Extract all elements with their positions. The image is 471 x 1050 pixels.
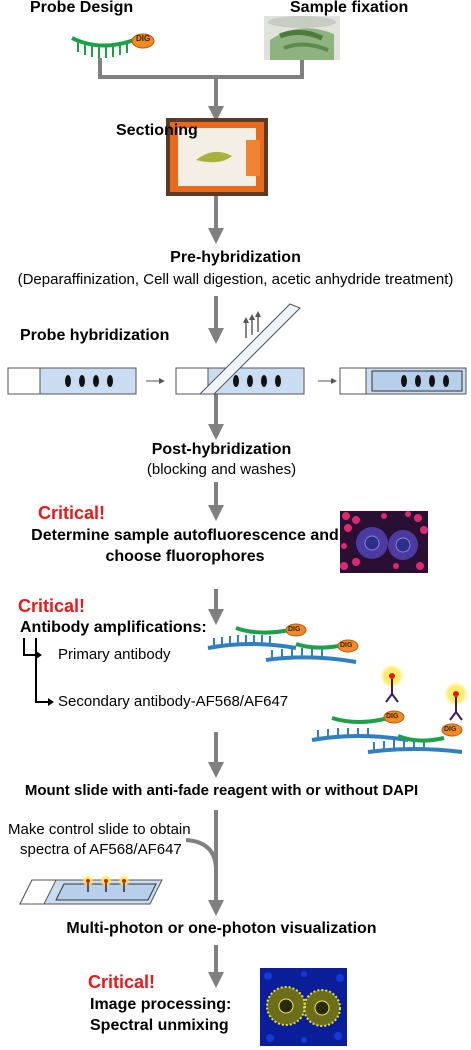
autofluorescence-micrograph <box>340 511 428 573</box>
dig-label-oval <box>441 723 463 737</box>
dig-label-oval <box>131 33 155 49</box>
sample-fixation-label: Sample fixation <box>290 0 409 16</box>
dig-label: DIG <box>386 713 399 720</box>
merge-connector <box>98 58 304 79</box>
dig-label-oval <box>337 639 359 653</box>
sample-fixation-photo <box>264 16 340 60</box>
control-slide-graphic <box>19 875 163 905</box>
dig-label: DIG <box>136 34 151 43</box>
antibody-amplifications-title: Antibody amplifications: <box>20 619 207 636</box>
unmixed-micrograph <box>260 968 347 1046</box>
dig-label: DIG <box>288 626 301 633</box>
dig-label-oval <box>383 710 405 724</box>
prehybridization-detail: (Deparaffinization, Cell wall digestion,… <box>17 271 454 288</box>
critical-label-2: Critical! <box>18 596 86 616</box>
slide-2 <box>175 303 305 395</box>
primary-strands-graphic <box>207 623 359 664</box>
critical-label-1: Critical! <box>38 503 106 523</box>
primary-antibody-label: Primary antibody <box>58 646 171 663</box>
dig-label-oval <box>285 623 307 637</box>
coverslip <box>198 303 301 395</box>
hybridization-slides <box>7 303 467 395</box>
control-slide-line2: spectra of AF568/AF647 <box>20 841 182 858</box>
autofluorescence-line2: choose fluorophores <box>105 548 265 565</box>
slide-3 <box>339 367 467 395</box>
control-slide-connector <box>185 838 218 871</box>
dig-label: DIG <box>340 642 353 649</box>
posthybridization-title: Post-hybridization <box>151 441 292 458</box>
posthybridization-detail: (blocking and washes) <box>146 461 297 478</box>
mount-slide-label: Mount slide with anti-fade reagent with … <box>24 782 419 799</box>
control-slide-line1: Make control slide to obtain <box>8 821 191 838</box>
prehybridization-title: Pre-hybridization <box>170 249 301 266</box>
visualization-label: Multi-photon or one-photon visualization <box>66 920 377 937</box>
sectioning-label: Sectioning <box>116 122 198 139</box>
autofluorescence-line1: Determine sample autofluorescence and <box>31 527 339 544</box>
dig-label: DIG <box>444 726 457 733</box>
probe-graphic <box>71 33 155 58</box>
slide-1 <box>7 367 137 395</box>
sectioning-photo <box>166 118 268 196</box>
spectral-unmixing-label: Spectral unmixing <box>90 1017 229 1034</box>
image-processing-label: Image processing: <box>90 996 232 1013</box>
secondary-strands-graphic <box>311 664 468 754</box>
secondary-antibody-label: Secondary antibody-AF568/AF647 <box>58 693 289 710</box>
critical-label-3: Critical! <box>88 972 156 992</box>
probe-hybridization-label: Probe hybridization <box>20 327 170 344</box>
antibody-bracket <box>23 638 48 703</box>
probe-design-label: Probe Design <box>30 0 134 16</box>
flow-arrows <box>98 58 304 988</box>
